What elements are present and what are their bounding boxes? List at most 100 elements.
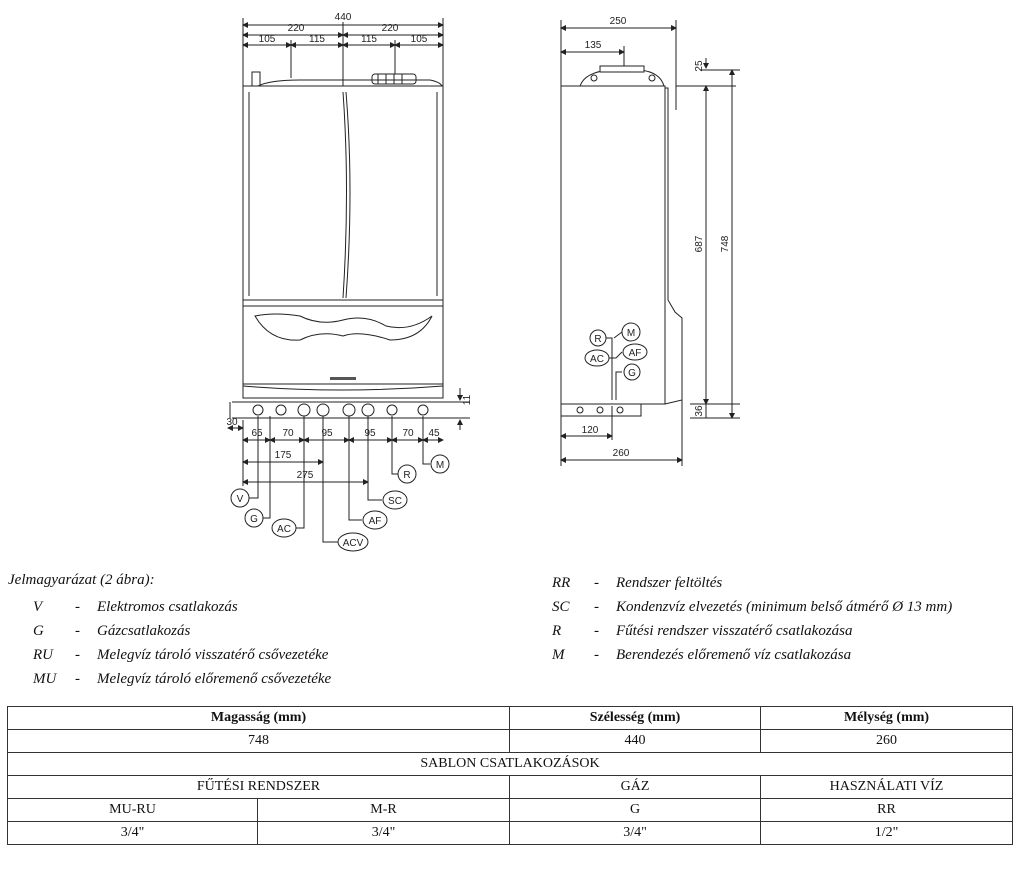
callout-m: M [436,460,444,471]
legend-code: R [552,623,562,639]
table-row: MU-RU M-R G RR [7,798,1014,822]
dim-748: 748 [720,235,731,252]
legend-code: MU [33,671,57,687]
table-row: 3/4" 3/4" 3/4" 1/2" [7,821,1014,845]
side-callout-ac: AC [590,354,604,365]
dim-70b: 70 [402,428,414,439]
legend-dash: - [594,647,599,663]
callout-sc: SC [388,496,402,507]
legend-text: Fűtési rendszer visszatérő csatlakozása [616,623,853,639]
dim-25: 25 [694,60,705,72]
dim-65: 65 [251,428,263,439]
legend-code: SC [552,599,570,615]
side-dimension-labels: 250 135 25 687 748 36 120 260 [582,16,731,459]
conn-g: G [509,798,762,822]
dim-220-right: 220 [382,23,399,34]
legend-item: SC - Kondenzvíz elvezetés (minimum belső á… [552,595,952,619]
dim-220-left: 220 [288,23,305,34]
spec-table: Magasság (mm) Szélesség (mm) Mélység (mm… [6,706,1014,845]
side-callout-g: G [628,368,636,379]
dim-105-left: 105 [259,34,276,45]
conn-rr: RR [760,798,1014,822]
front-view [227,18,470,543]
legend-code: G [33,623,44,639]
legend-left: V-Elektromos csatlakozás G-Gázcsatlakozá… [33,595,331,691]
dim-440: 440 [335,12,352,23]
header-height: Magasság (mm) [6,706,511,730]
callout-acv: ACV [343,538,364,549]
legend-item: RR - Rendszer feltöltés [552,571,952,595]
legend-dash: - [75,647,80,663]
legend-text: Berendezés előremenő víz csatlakozása [616,647,852,663]
dim-115-right: 115 [361,34,377,45]
group-heating: FŰTÉSI RENDSZER [6,775,511,799]
legend-code: V [33,599,43,615]
callout-r: R [403,470,410,481]
header-width: Szélesség (mm) [509,706,762,730]
value-height: 748 [6,729,511,753]
side-callout-af: AF [629,348,642,359]
dim-250: 250 [610,16,627,27]
legend-item: MU - Melegvíz tároló előremenő csővezetéke [33,667,331,691]
legend-text: Rendszer feltöltés [616,575,723,591]
callout-ac: AC [277,524,291,535]
template-title: SABLON CSATLAKOZÁSOK [6,752,1014,776]
side-view [560,20,740,466]
legend-item: V-Elektromos csatlakozás [33,595,331,619]
legend-item: G - Gázcsatlakozás [33,619,331,643]
conn-mr: M-R [256,798,511,822]
callout-g: G [250,514,258,525]
legend-text: Melegvíz tároló előremenő csővezetéke [97,671,332,687]
table-row: SABLON CSATLAKOZÁSOK [6,752,1014,776]
legend-code: M [552,647,565,663]
callout-af: AF [369,516,382,527]
dim-120: 120 [582,425,599,436]
side-callout-m: M [627,328,635,339]
legend-text: Gázcsatlakozás [97,623,191,639]
size-rr: 1/2" [760,821,1014,845]
legend-dash: - [594,575,599,591]
value-width: 440 [509,729,762,753]
legend-item: M - Berendezés előremenő víz csatlakozása [552,643,952,667]
side-callout-r: R [594,334,601,345]
dim-36: 36 [694,405,705,417]
legend-text: Melegvíz tároló visszatérő csővezetéke [97,647,329,663]
dim-260: 260 [613,448,630,459]
dim-687: 687 [694,235,705,252]
dim-95b: 95 [364,428,376,439]
legend-dash: - [75,671,80,687]
legend-text: Kondenzvíz elvezetés (minimum belső átmé… [616,599,953,615]
legend-code: RR [552,575,571,591]
dim-115-left: 115 [309,34,325,45]
dim-11: 11 [462,394,473,405]
dim-45: 45 [428,428,440,439]
legend-item: R - Fűtési rendszer visszatérő csatlakozás… [552,619,952,643]
header-depth: Mélység (mm) [760,706,1014,730]
callout-v: V [237,494,244,505]
dim-30: 30 [226,417,238,428]
legend-dash: - [75,623,80,639]
table-row: 748 440 260 [6,729,1014,753]
legend-code: RU [33,647,53,663]
technical-drawing: 440 220 220 105 115 115 105 30 11 65 70 … [226,12,740,552]
size-g: 3/4" [509,821,762,845]
size-mr: 3/4" [256,821,511,845]
value-depth: 260 [760,729,1014,753]
front-dimension-labels: 440 220 220 105 115 115 105 30 11 65 70 … [226,12,473,481]
legend-dash: - [594,623,599,639]
side-callouts: R M AC AF G [584,322,648,381]
group-dhw: HASZNÁLATI VÍZ [760,775,1014,799]
legend-right: RR - Rendszer feltöltés SC - Kondenzvíz elve… [552,571,952,667]
dim-275: 275 [297,470,314,481]
dim-95a: 95 [321,428,333,439]
dim-70a: 70 [282,428,294,439]
conn-muru: MU-RU [7,798,258,822]
table-row: FŰTÉSI RENDSZER GÁZ HASZNÁLATI VÍZ [6,775,1014,799]
front-callouts: V G AC ACV AF SC R M [230,454,450,552]
dim-105-right: 105 [411,34,428,45]
legend-text: Elektromos csatlakozás [97,599,238,615]
group-gas: GÁZ [509,775,762,799]
size-muru: 3/4" [7,821,258,845]
legend-title: Jelmagyarázat (2 ábra): [8,572,155,588]
legend-dash: - [594,599,599,615]
